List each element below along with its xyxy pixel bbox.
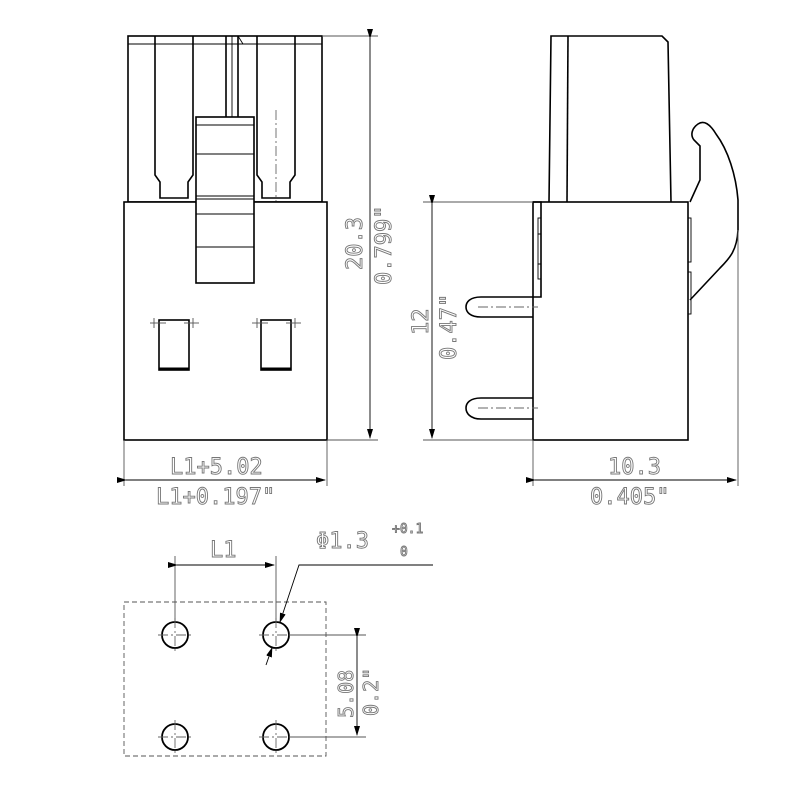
pin-lower: [465, 397, 533, 420]
body-height-mm-label: 12: [409, 309, 434, 336]
side-view: 12 0.47" 10.3 0.405": [409, 35, 739, 510]
pin-upper: [465, 296, 533, 318]
hole-tolerance-upper: +0.1: [392, 522, 423, 537]
front-view: 20.3 0.799" L1+5.02 L1+0.197": [117, 29, 397, 510]
depth-in-label: 0.405": [590, 485, 669, 510]
pitch-label: L1: [210, 538, 237, 563]
row-spacing-mm-label: 5.08: [334, 670, 358, 718]
hole-top-left: [158, 618, 192, 652]
footprint-outline: [123, 601, 327, 757]
hole-tolerance-lower: 0: [400, 545, 408, 560]
width-mm-label: L1+5.02: [170, 455, 263, 480]
row-spacing-in-label: 0.2": [359, 668, 383, 716]
front-latch: [195, 116, 255, 284]
front-right-cavity: [256, 36, 296, 199]
hole-bottom-left: [158, 720, 192, 754]
contact-window-left: [150, 318, 199, 371]
hole-top-right: [259, 618, 293, 652]
contact-window-right: [252, 318, 301, 371]
pcb-hole-layout: L1 Φ1.3 +0.1 0 5.08 0.2": [123, 522, 433, 757]
diameter-leader: [279, 564, 433, 623]
side-upper-housing: [548, 35, 672, 203]
height-mm-label: 20.3: [343, 217, 368, 270]
body-height-in-label: 0.47": [437, 294, 462, 360]
front-left-cavity: [154, 36, 194, 199]
hole-diameter-label: Φ1.3: [316, 529, 369, 554]
side-latch-hook: [689, 121, 739, 301]
depth-mm-label: 10.3: [608, 455, 661, 480]
width-in-label: L1+0.197": [156, 485, 275, 510]
height-in-label: 0.799": [372, 206, 397, 285]
hole-bottom-right: [259, 720, 293, 754]
side-body: [532, 201, 689, 441]
